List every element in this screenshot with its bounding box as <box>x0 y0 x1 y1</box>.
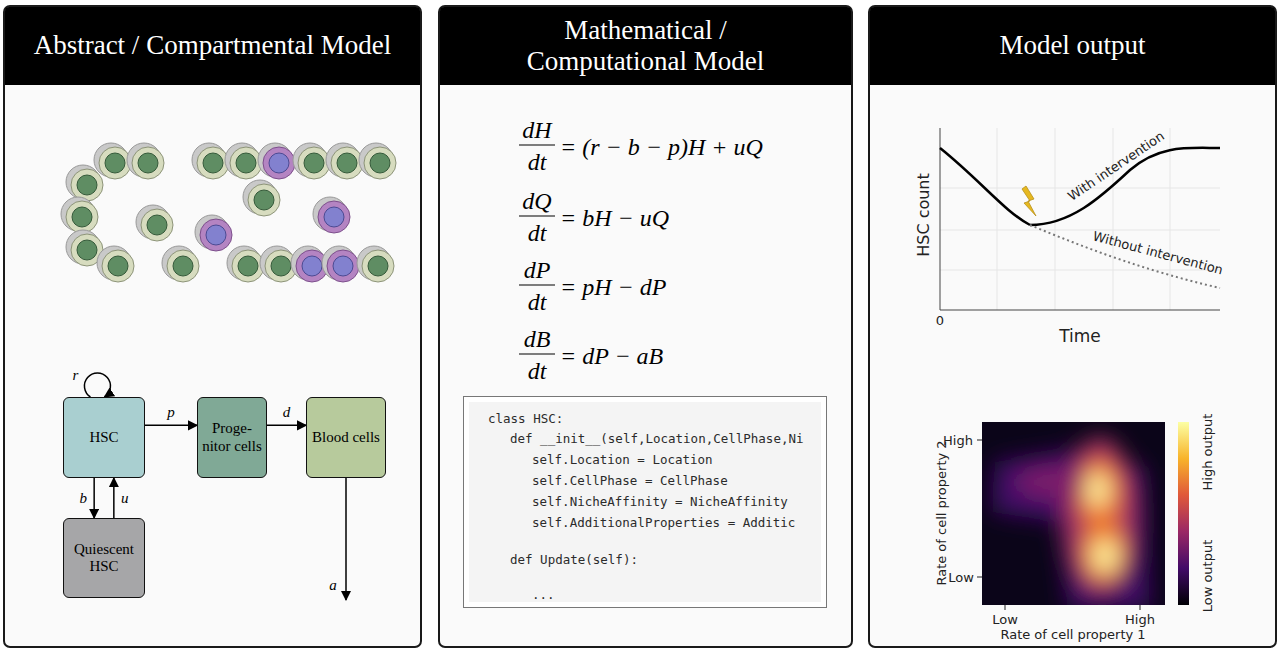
axis-title: Rate of cell property 1 <box>1000 627 1145 642</box>
axis-tick: 0 <box>936 313 944 328</box>
box-label: Quiescent HSC <box>68 541 140 576</box>
code-line: def Update(self): <box>510 552 638 567</box>
equation-term: dt <box>519 220 555 247</box>
panel: Abstract / Compartmental ModelHSC Proge- … <box>3 5 422 648</box>
flow-arrow <box>84 373 110 397</box>
axis-title: Rate of cell property 2 <box>934 440 949 585</box>
equation-term: dP <box>519 257 555 286</box>
code-line: self.AdditionalProperties = Additic <box>532 515 795 530</box>
equation-rhs: = (r − b − p)H + uQ <box>560 134 763 161</box>
box-label: HSC <box>89 429 118 446</box>
equation-rhs: = pH − dP <box>560 274 666 301</box>
panel-header: Abstract / Compartmental Model <box>5 7 420 85</box>
equation-rhs: = dP − aB <box>560 343 663 370</box>
flow-arrow <box>267 425 306 427</box>
axis-title: Time <box>1059 326 1101 346</box>
edge-label: p <box>166 405 176 420</box>
code-line: class HSC: <box>488 411 563 426</box>
axis-tick: Low <box>992 612 1018 627</box>
flow-arrow <box>145 425 197 427</box>
edge-label: d <box>282 405 292 420</box>
flow-arrow <box>113 478 115 518</box>
edge-label: u <box>120 491 130 506</box>
colorbar-label: High output <box>1200 414 1215 491</box>
code-line: self.NicheAffinity = NicheAffinity <box>532 494 788 509</box>
panel-header: Mathematical / Computational Model <box>440 7 851 85</box>
axis-title: HSC count <box>914 173 933 257</box>
panel: Mathematical / Computational Model class … <box>438 5 853 648</box>
code-line: self.CellPhase = CellPhase <box>532 473 728 488</box>
axis-tick: Low <box>948 570 974 585</box>
box-label: Proge- nitor cells <box>202 420 262 455</box>
equation-term: dt <box>519 149 555 176</box>
rate-label: a <box>328 578 338 593</box>
equation-term: dt <box>519 289 555 316</box>
code-line: self.Location = Location <box>532 452 713 467</box>
compartment-box: Blood cells <box>306 397 386 478</box>
flow-arrow <box>93 478 95 518</box>
code-line: def __init__(self,Location,CellPhase,Ni <box>510 431 804 446</box>
compartment-box: Quiescent HSC <box>63 518 145 598</box>
equation-term: dB <box>519 326 555 355</box>
code-line: ... <box>532 587 555 602</box>
compartment-box: Proge- nitor cells <box>197 397 267 478</box>
edge-label: b <box>78 491 88 506</box>
panel-header: Model output <box>870 7 1275 85</box>
colorbar-label: Low output <box>1200 540 1215 613</box>
equation-term: dH <box>519 117 555 146</box>
equation-term: dQ <box>519 188 555 217</box>
compartment-box: HSC <box>63 397 145 478</box>
code-block: class HSC: def __init__(self,Location,Cel… <box>463 396 827 608</box>
edge-label: r <box>72 368 80 383</box>
equation-term: dt <box>519 358 555 385</box>
box-label: Blood cells <box>312 429 380 446</box>
equation-rhs: = bH − uQ <box>560 205 669 232</box>
axis-tick: High <box>1125 612 1155 627</box>
